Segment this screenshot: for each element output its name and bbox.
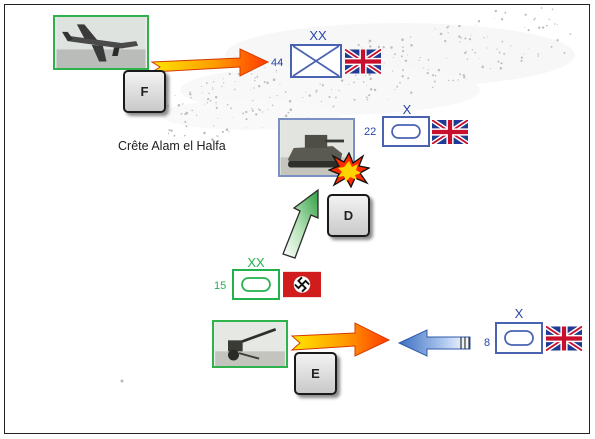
infantry-cross-icon — [292, 46, 340, 76]
brigade-echelon-22: X — [402, 102, 412, 117]
anti-tank-gun-icon — [215, 322, 285, 366]
explosion-icon — [328, 152, 370, 188]
brigade-echelon-8: X — [514, 306, 524, 321]
badge-f: F — [123, 70, 166, 113]
armour-unit-symbol-8 — [495, 322, 543, 354]
division-number-44: 44 — [271, 57, 284, 69]
armour-oval-icon — [504, 330, 534, 346]
division-echelon-15: XX — [247, 255, 265, 270]
map-frame — [4, 4, 590, 434]
union-jack-flag-icon — [546, 326, 582, 351]
swastika-flag-icon — [283, 271, 321, 298]
armour-unit-symbol-22 — [382, 116, 430, 147]
division-number-15: 15 — [214, 280, 227, 292]
badge-d: D — [327, 194, 370, 237]
brigade-number-8: 8 — [484, 337, 491, 349]
brigade-number-22: 22 — [364, 126, 377, 138]
panzer-unit-symbol-15 — [232, 269, 280, 300]
stuka-aircraft-icon — [56, 17, 146, 68]
union-jack-flag-icon — [432, 120, 468, 144]
badge-e: E — [294, 352, 337, 395]
armour-oval-icon — [241, 277, 271, 292]
stuka-photo — [53, 15, 149, 70]
antitank-gun-photo — [212, 320, 288, 368]
division-echelon-44: XX — [309, 28, 327, 43]
location-label: Crête Alam el Halfa — [118, 139, 226, 153]
armour-oval-icon — [391, 124, 421, 139]
infantry-unit-symbol-44 — [290, 44, 342, 78]
union-jack-flag-icon — [345, 49, 381, 74]
